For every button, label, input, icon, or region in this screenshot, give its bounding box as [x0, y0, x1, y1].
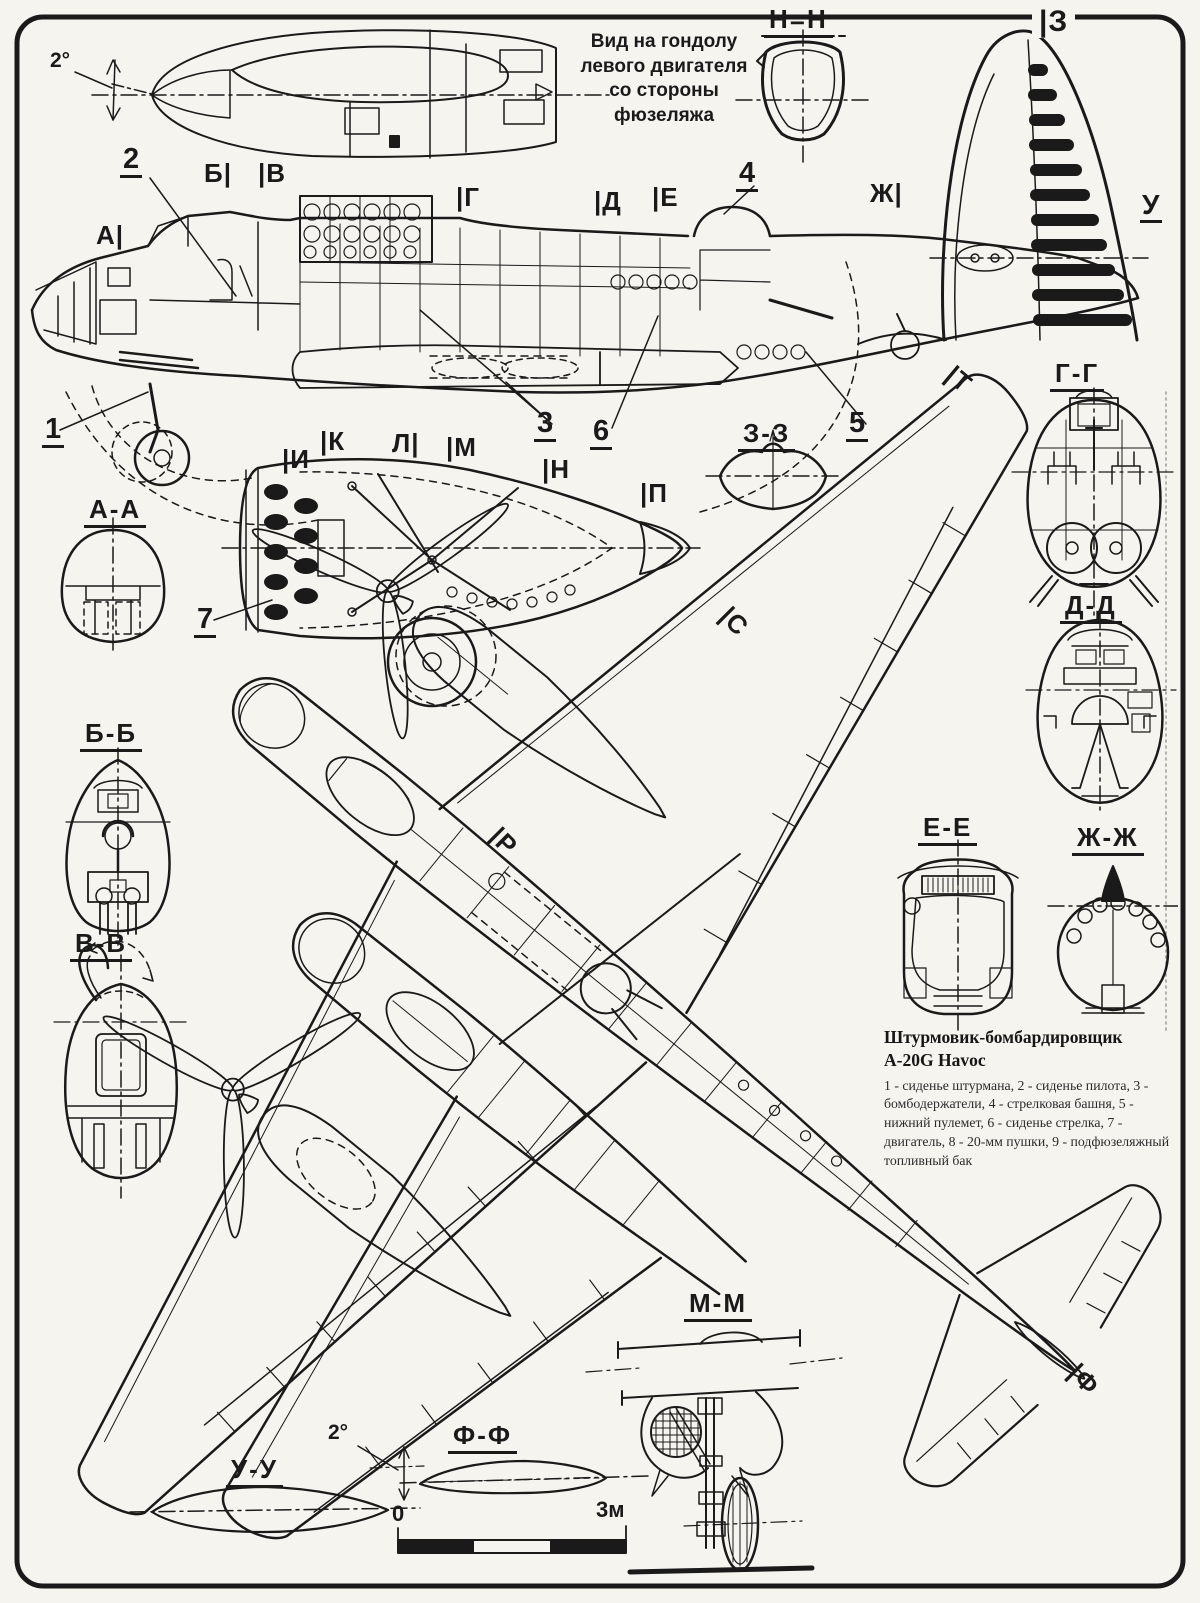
- callout-1: 1: [42, 414, 65, 449]
- station-label-e: |Е: [652, 182, 679, 212]
- section-title-zz: З-З: [738, 419, 796, 453]
- angle-label-bottom: 2°: [328, 1421, 349, 1444]
- station-label-m: |М: [446, 432, 477, 462]
- station-label-g: |Г: [456, 182, 481, 212]
- station-label-k: |К: [320, 426, 346, 456]
- callout-5: 5: [846, 408, 869, 443]
- note-line: со стороны: [609, 80, 719, 102]
- section-title-hh: Н=Н: [764, 5, 833, 39]
- section-vv-drawing: [53, 940, 189, 1199]
- scale-bar: [397, 1525, 627, 1554]
- station-label-i: |И: [282, 444, 310, 474]
- section-hh-drawing: [735, 29, 873, 163]
- engine-nacelle-cutaway-drawing: [213, 457, 701, 708]
- station-label-n: |Н: [542, 454, 571, 484]
- section-aa-drawing: [60, 517, 166, 656]
- section-title-bb: Б-Б: [80, 719, 143, 753]
- section-jj-drawing: [1047, 865, 1178, 1014]
- note-line: фюзеляжа: [613, 105, 715, 127]
- station-label-a: А|: [96, 220, 125, 250]
- legend-body: 1 - сиденье штурмана, 2 - сиденье пилота…: [884, 1077, 1170, 1168]
- section-uu-drawing: [129, 1485, 421, 1534]
- nacelle-view-note: Вид на гондолу левого двигателя со сторо…: [576, 30, 752, 129]
- station-label-d: |Д: [594, 186, 622, 216]
- note-line: левого двигателя: [580, 55, 748, 77]
- note-line: Вид на гондолу: [590, 31, 738, 52]
- section-ee-drawing: [897, 839, 1019, 1036]
- legend-block: Штурмовик-бомбардировщик А-20G Havoc 1 -…: [884, 1026, 1176, 1170]
- section-mm-drawing: [585, 1329, 843, 1575]
- section-title-dd: Д-Д: [1060, 591, 1122, 625]
- section-title-jj: Ж-Ж: [1072, 823, 1144, 857]
- station-label-l: Л|: [392, 428, 420, 458]
- top-view-main-drawing: [77, 373, 1162, 1516]
- section-bb-drawing: [65, 747, 171, 946]
- fuselage-side-view-drawing: [30, 185, 1140, 526]
- nacelle-top-view-drawing: [74, 29, 611, 297]
- scale-start-label: 0: [392, 1501, 405, 1526]
- section-title-vv: В-В: [70, 929, 133, 963]
- callout-7: 7: [194, 604, 217, 639]
- callout-4: 4: [736, 158, 759, 193]
- station-label-v: |В: [258, 158, 287, 188]
- station-label-z: |З: [1032, 6, 1076, 38]
- section-gg-drawing: [1011, 387, 1177, 616]
- callout-3: 3: [534, 408, 557, 443]
- section-title-uu: У-У: [226, 1455, 284, 1489]
- section-title-gg: Г-Г: [1050, 359, 1105, 393]
- angle-label-top: 2°: [50, 49, 71, 72]
- section-title-mm: М-М: [684, 1289, 752, 1323]
- callout-6: 6: [590, 416, 613, 451]
- station-label-u: У: [1140, 190, 1163, 224]
- scale-end-label: 3м: [596, 1497, 625, 1522]
- station-label-zh: Ж|: [870, 178, 903, 208]
- station-label-b: Б|: [204, 158, 232, 188]
- top-view-partial-drawing: [102, 853, 747, 1540]
- callout-2: 2: [120, 144, 143, 179]
- section-title-ee: Е-Е: [918, 813, 978, 847]
- section-title-ff: Ф-Ф: [448, 1421, 518, 1455]
- section-dd-drawing: [1025, 611, 1177, 811]
- legend-subtitle: А-20G Havoc: [884, 1049, 986, 1070]
- section-ff-drawing: [357, 1445, 651, 1501]
- page-border: [14, 14, 1186, 1589]
- section-title-aa: А-А: [84, 495, 147, 529]
- legend-title: Штурмовик-бомбардировщик: [884, 1027, 1123, 1047]
- station-label-p: |П: [640, 478, 668, 508]
